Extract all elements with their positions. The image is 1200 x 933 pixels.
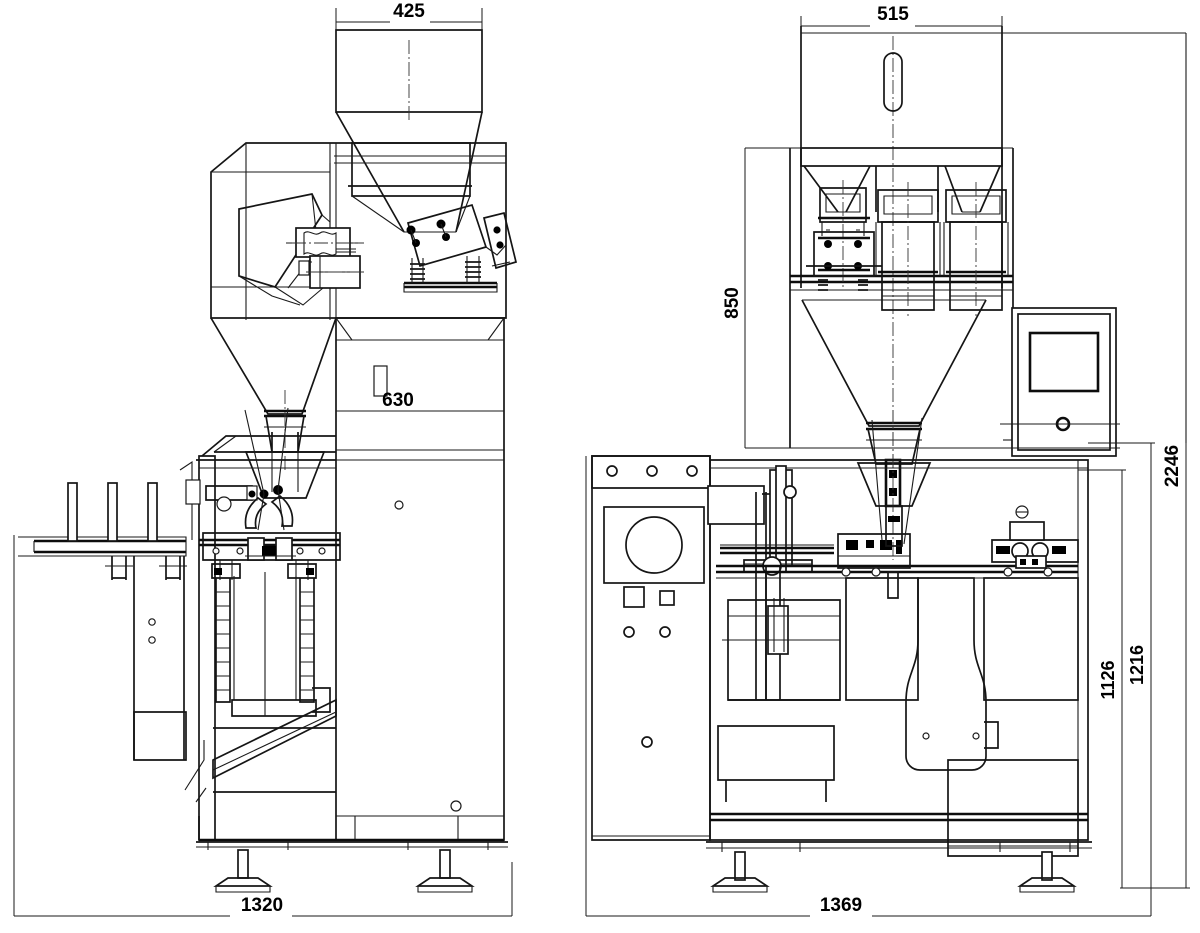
dimension-1126: 1126 [1078, 469, 1126, 888]
dimension-1369: 1369 [585, 456, 1152, 917]
dimension-2246-label: 2246 [1162, 445, 1183, 487]
weigh-bucket-3 [943, 182, 1009, 316]
gripper-jaws [211, 560, 317, 580]
push-button-square-2[interactable] [659, 590, 675, 606]
bag-former-rails [215, 578, 315, 703]
dimension-850-label: 850 [722, 287, 743, 319]
dimension-630: 630 [336, 390, 504, 412]
view-side-elevation: 425 [13, 1, 518, 917]
pouch-gripper-station-side [184, 407, 341, 841]
leveling-foot [213, 849, 273, 893]
dimension-425-label: 425 [393, 1, 425, 22]
dimension-1216: 1216 [1088, 442, 1155, 888]
dimension-630-label: 630 [382, 390, 414, 411]
machine-housing-front [706, 459, 1092, 852]
dimension-1369-label: 1369 [820, 895, 862, 916]
dimension-1216-label: 1216 [1127, 645, 1147, 685]
dimension-1126-label: 1126 [1098, 660, 1118, 699]
indicator-light-1[interactable] [606, 465, 618, 477]
dimension-1320: 1320 [13, 535, 513, 917]
indicator-light-2[interactable] [646, 465, 658, 477]
push-button-round-1[interactable] [623, 626, 635, 638]
top-feed-hopper [335, 29, 483, 233]
hmi-touchscreen-panel[interactable] [1000, 307, 1120, 457]
weigh-bucket-2 [875, 182, 941, 316]
film-unwind-station [707, 465, 841, 802]
weigh-bucket-1 [806, 180, 882, 291]
pouch-front [845, 577, 1079, 857]
bucket-springs [410, 256, 481, 283]
machine-base-left [196, 816, 508, 893]
push-button-round-2[interactable] [659, 626, 671, 638]
dimension-850: 850 [722, 147, 1120, 449]
view-front-elevation: 515 [585, 4, 1190, 917]
dimension-1320-label: 1320 [241, 895, 283, 916]
machine-base-front [710, 851, 1077, 893]
push-button-square-1[interactable] [623, 586, 645, 608]
feeder-drive-block [286, 227, 364, 289]
dimension-2246: 2246 [1120, 33, 1190, 889]
display-dial[interactable] [625, 516, 683, 574]
push-button-round-3[interactable] [641, 736, 653, 748]
film-reel-shaft-support [18, 460, 193, 761]
leveling-foot [1017, 851, 1077, 893]
hmi-screen[interactable] [1028, 331, 1100, 393]
leveling-foot [415, 849, 475, 893]
dimension-515-label: 515 [877, 4, 909, 25]
indicator-light-3[interactable] [686, 465, 698, 477]
weigh-bucket-assembly [403, 203, 518, 293]
dimension-425: 425 [335, 1, 483, 30]
leveling-foot [710, 851, 770, 893]
